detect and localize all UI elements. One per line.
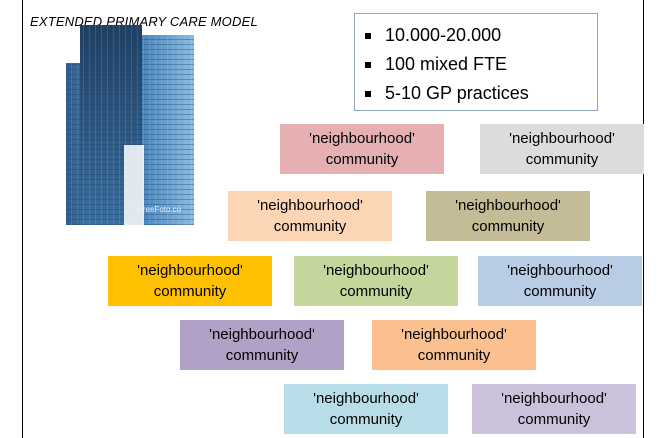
- stat-population: 10.000-20.000: [365, 21, 597, 50]
- stat-text: 100 mixed FTE: [385, 54, 508, 74]
- neighbourhood-community-box: 'neighbourhood' community: [284, 384, 448, 434]
- box-line2: community: [339, 283, 413, 300]
- box-line1: 'neighbourhood': [323, 262, 429, 279]
- bullet-square-icon: [365, 61, 371, 68]
- box-line2: community: [517, 411, 591, 428]
- box-line1: 'neighbourhood': [313, 390, 419, 407]
- office-building-image: FreeFoto.co: [66, 25, 194, 225]
- box-line1: 'neighbourhood': [455, 197, 561, 214]
- stat-fte: 100 mixed FTE: [365, 50, 597, 79]
- box-line2: community: [417, 347, 491, 364]
- stat-practices: 5-10 GP practices: [365, 79, 597, 108]
- neighbourhood-community-box: 'neighbourhood' community: [426, 191, 590, 241]
- stat-text: 10.000-20.000: [385, 25, 502, 45]
- box-line1: 'neighbourhood': [501, 390, 607, 407]
- neighbourhood-community-box: 'neighbourhood' community: [478, 256, 642, 306]
- box-line2: community: [225, 347, 299, 364]
- neighbourhood-community-box: 'neighbourhood' community: [228, 191, 392, 241]
- neighbourhood-community-box: 'neighbourhood' community: [294, 256, 458, 306]
- neighbourhood-community-box: 'neighbourhood' community: [180, 320, 344, 370]
- box-line2: community: [525, 151, 599, 168]
- neighbourhood-community-box: 'neighbourhood' community: [480, 124, 644, 174]
- box-line2: community: [471, 218, 545, 235]
- neighbourhood-community-box: 'neighbourhood' community: [108, 256, 272, 306]
- box-line1: 'neighbourhood': [209, 326, 315, 343]
- box-line2: community: [523, 283, 597, 300]
- watermark-text: FreeFoto.co: [138, 205, 182, 214]
- box-line2: community: [325, 151, 399, 168]
- box-line1: 'neighbourhood': [509, 130, 615, 147]
- bullet-square-icon: [365, 90, 371, 97]
- neighbourhood-community-box: 'neighbourhood' community: [372, 320, 536, 370]
- box-line1: 'neighbourhood': [257, 197, 363, 214]
- box-line1: 'neighbourhood': [137, 262, 243, 279]
- box-line2: community: [153, 283, 227, 300]
- slide-frame: [22, 0, 644, 438]
- stat-text: 5-10 GP practices: [385, 83, 529, 103]
- bullet-square-icon: [365, 32, 371, 39]
- box-line2: community: [329, 411, 403, 428]
- box-line1: 'neighbourhood': [507, 262, 613, 279]
- box-line2: community: [273, 218, 347, 235]
- neighbourhood-community-box: 'neighbourhood' community: [280, 124, 444, 174]
- box-line1: 'neighbourhood': [401, 326, 507, 343]
- stats-box: 10.000-20.000 100 mixed FTE 5-10 GP prac…: [354, 13, 598, 111]
- neighbourhood-community-box: 'neighbourhood' community: [472, 384, 636, 434]
- box-line1: 'neighbourhood': [309, 130, 415, 147]
